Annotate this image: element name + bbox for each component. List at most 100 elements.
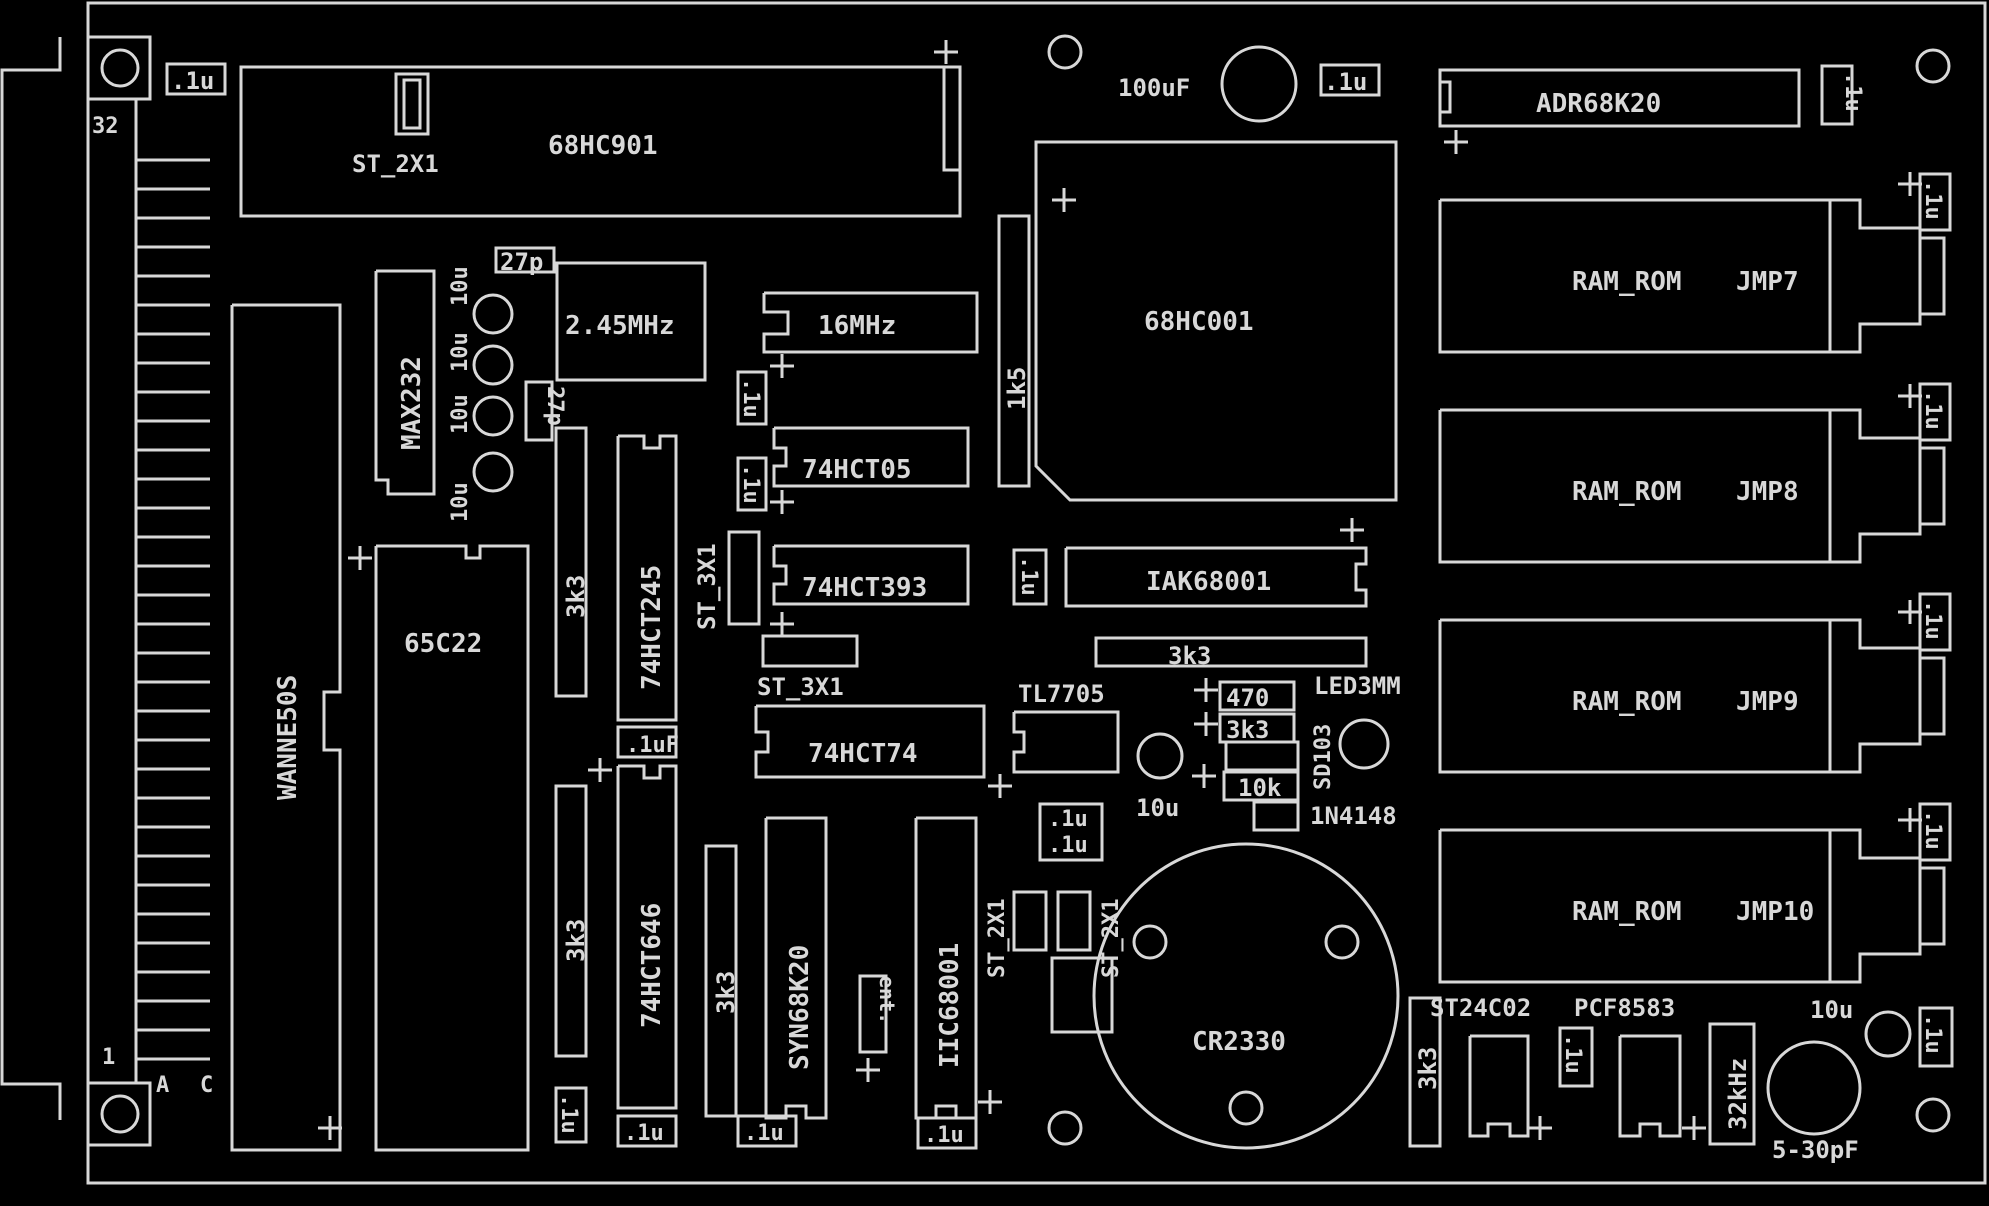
svg-text:MAX232: MAX232 (397, 356, 427, 450)
svg-text:.1u: .1u (624, 1121, 664, 1146)
jumper-st2x1-top-label: ST_2X1 (352, 150, 439, 178)
svg-text:10u: 10u (1136, 794, 1179, 822)
crystal-16mhz: 16MHz (762, 291, 979, 354)
ic-iak68001: IAK68001 (1064, 546, 1368, 608)
row-label-a: A (156, 1073, 169, 1098)
svg-text:74HCT393: 74HCT393 (802, 573, 927, 603)
svg-text:.1u: .1u (1048, 833, 1088, 858)
svg-text:74HCT646: 74HCT646 (637, 903, 667, 1028)
svg-text:.1u: .1u (1016, 556, 1041, 596)
jumper-st3x1-h (761, 634, 859, 668)
svg-text:3k3: 3k3 (1168, 642, 1211, 670)
svg-text:ent.: ent. (875, 976, 899, 1024)
cap-c2 (1319, 63, 1381, 97)
ic-wanne50s: WANNE50S (230, 303, 342, 1152)
row-label-c: C (200, 1073, 213, 1098)
svg-text:10u: 10u (448, 266, 473, 306)
svg-text:TL7705: TL7705 (1018, 680, 1105, 708)
mount-hole-br (1915, 1097, 1951, 1133)
svg-text:1k5: 1k5 (1003, 367, 1031, 410)
svg-text:IAK68001: IAK68001 (1146, 567, 1271, 597)
cap-c8 (554, 1086, 588, 1144)
ic-74hct05: 74HCT05 (772, 426, 970, 488)
cap-mem-label-2: .1u (1920, 390, 1945, 430)
res-470 (1218, 680, 1296, 712)
svg-text:3k3: 3k3 (1414, 1047, 1442, 1090)
cap-c12 (1558, 1026, 1594, 1088)
ic-68hc001: 68HC001 (1034, 140, 1398, 502)
ic-max232: MAX232 (374, 269, 436, 496)
cap-c13 (1918, 1006, 1954, 1068)
jumper-st3x1-v (727, 530, 761, 626)
svg-text:10u: 10u (1810, 996, 1853, 1024)
cap-c01f (616, 725, 678, 759)
svg-text:74HCT05: 74HCT05 (802, 455, 912, 485)
svg-text:.1u: .1u (1840, 72, 1865, 112)
cap-c4 (736, 370, 768, 426)
cap-c5 (736, 456, 768, 512)
cap-c9 (616, 1114, 678, 1148)
ic-st24c02-label: ST24C02 (1430, 994, 1531, 1022)
ic-68hc901: 68HC901 (239, 65, 962, 218)
svg-text:.1u: .1u (738, 378, 763, 418)
res-3k3-sil-c (704, 844, 738, 1118)
svg-text:3k3: 3k3 (712, 971, 740, 1014)
svg-text:16MHz: 16MHz (818, 311, 896, 341)
led (1338, 718, 1390, 770)
mount-hole-tl (1047, 34, 1083, 70)
memory-socket-jumper: JMP10 (1736, 897, 1814, 927)
crystal-32khz (1708, 1022, 1756, 1146)
diode-sd103 (1224, 740, 1300, 772)
mount-hole-tr (1915, 48, 1951, 84)
svg-text:.1u: .1u (1048, 807, 1088, 832)
svg-text:10u: 10u (448, 332, 473, 372)
cap-c3 (1820, 64, 1854, 126)
battery-cr2330: CR2330 (1092, 842, 1400, 1150)
diode-1n4148 (1252, 800, 1300, 832)
res-3k3-sil-h (1094, 636, 1368, 668)
jumper-st2x1-b (1056, 890, 1092, 952)
cap-mem-2 (1918, 382, 1952, 442)
ic-tl7705: TL7705 (1012, 680, 1120, 774)
ic-74hct646: 74HCT646 (616, 764, 678, 1110)
ic-adr68k20: ADR68K20 (1438, 68, 1801, 128)
cap-27p-b (524, 380, 554, 442)
cap-10u-rtc (1864, 1010, 1912, 1058)
cap-mem-label-1: .1u (1920, 180, 1945, 220)
cap-27p-a (494, 246, 556, 274)
svg-text:10k: 10k (1238, 774, 1282, 802)
led-label: LED3MM (1314, 672, 1401, 700)
svg-text:10u: 10u (448, 482, 473, 522)
svg-text:68HC001: 68HC001 (1144, 307, 1254, 337)
pin-label-1: 1 (102, 1045, 115, 1070)
svg-text:74HCT74: 74HCT74 (808, 739, 918, 769)
cap-mem-4 (1918, 802, 1952, 862)
res-3k3-sil-b (554, 784, 588, 1058)
svg-text:WANNE50S: WANNE50S (273, 675, 303, 800)
cap-mem-1 (1918, 172, 1952, 232)
svg-text:27p: 27p (500, 248, 543, 276)
cap-mem-label-4: .1u (1920, 810, 1945, 850)
svg-text:68HC901: 68HC901 (548, 131, 658, 161)
cap-c11 (916, 1116, 978, 1150)
res-10k (1222, 770, 1300, 802)
res-3k3-sil-a (554, 426, 588, 698)
cap-100uf-label: 100uF (1118, 74, 1190, 102)
memory-socket-jumper: JMP8 (1736, 477, 1799, 507)
svg-text:ADR68K20: ADR68K20 (1536, 89, 1661, 119)
svg-text:74HCT245: 74HCT245 (637, 565, 667, 690)
edge-connector: 32 1 A C (0, 35, 213, 1147)
svg-text:CR2330: CR2330 (1192, 1027, 1286, 1057)
svg-text:IIC68001: IIC68001 (935, 943, 965, 1068)
ic-iic68001: IIC68001 (914, 816, 978, 1120)
cap-c6 (1012, 548, 1048, 606)
svg-text:3k3: 3k3 (1226, 716, 1269, 744)
svg-text:ST_3X1: ST_3X1 (693, 543, 721, 630)
jumper-st2x1-a (1012, 890, 1048, 952)
cap-c10 (736, 1114, 798, 1148)
ic-st24c02 (1468, 1034, 1530, 1138)
memory-socket-jumper: JMP7 (1736, 267, 1799, 297)
trimmer-cap (1766, 1040, 1862, 1136)
